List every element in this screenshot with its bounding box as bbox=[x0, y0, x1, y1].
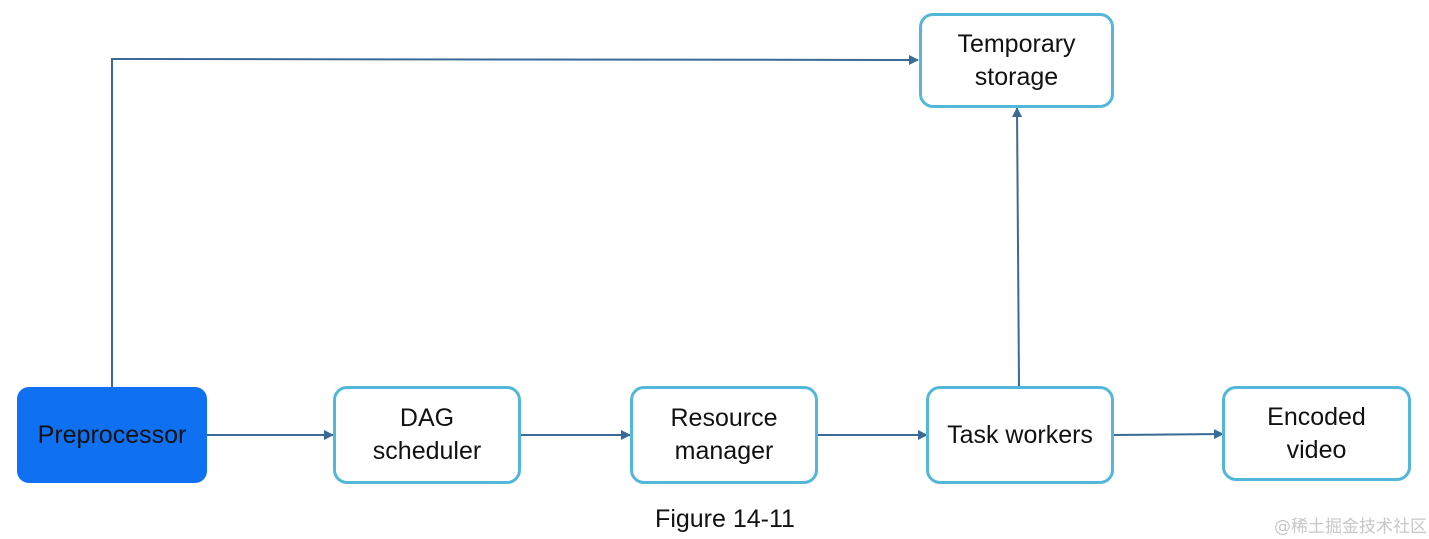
preprocessor-node: Preprocessor bbox=[17, 387, 207, 483]
encoded-video-label: Encoded video bbox=[1267, 402, 1366, 464]
dag-scheduler-node: DAG scheduler bbox=[333, 386, 521, 484]
preprocessor-label: Preprocessor bbox=[37, 420, 187, 449]
watermark: @稀土掘金技术社区 bbox=[1274, 517, 1427, 537]
arrow-preprocessor-to-temporary-storage bbox=[111, 54, 919, 388]
temporary-storage-node: Temporary storage bbox=[919, 13, 1114, 108]
dag-scheduler-label: DAG scheduler bbox=[372, 404, 482, 465]
arrow-task-workers-to-temporary-storage bbox=[1012, 107, 1023, 387]
temporary-storage-label: Temporary storage bbox=[957, 29, 1076, 91]
encoded-video-node: Encoded video bbox=[1222, 386, 1411, 481]
task-workers-label: Task workers bbox=[947, 420, 1093, 449]
figure-caption: Figure 14-11 bbox=[655, 505, 795, 533]
resource-manager-node: Resource manager bbox=[630, 386, 818, 484]
resource-manager-label: Resource manager bbox=[670, 404, 778, 465]
arrow-task-workers-to-encoded-video bbox=[1113, 429, 1224, 440]
task-workers-node: Task workers bbox=[926, 386, 1114, 484]
